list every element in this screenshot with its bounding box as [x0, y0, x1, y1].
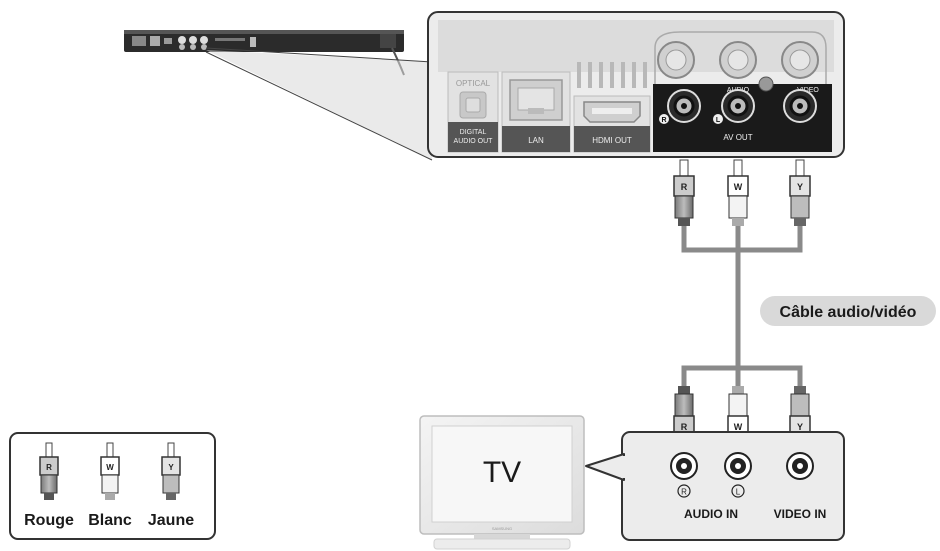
tv-right-mark: R — [681, 488, 687, 497]
plug-letter-w-bottom: W — [734, 422, 743, 432]
legend-letter-y: Y — [168, 463, 174, 472]
cable-plug-top-white: W — [727, 159, 749, 226]
legend-label-white: Blanc — [88, 512, 132, 529]
tv-screen-label: TV — [483, 456, 521, 489]
tv-video-in-jack — [786, 452, 814, 480]
legend-label-red: Rouge — [24, 512, 74, 529]
lan-label: LAN — [528, 136, 544, 145]
video-label: VIDEO — [797, 87, 819, 94]
tv-set: TV SAMSUNG — [419, 415, 585, 550]
legend-letter-r: R — [46, 463, 52, 472]
plug-letter-y-bottom: Y — [797, 422, 803, 432]
plug-letter-y: Y — [797, 182, 803, 192]
digital-label: DIGITAL — [460, 129, 487, 136]
legend-plug-yellow: Y — [161, 442, 181, 500]
tv-callout-pointer — [585, 453, 625, 481]
video-in-label: VIDEO IN — [774, 507, 827, 521]
cable-color-legend: R Rouge W Blanc Y Jaune — [9, 432, 216, 540]
zoom-callout — [205, 47, 433, 161]
audio-in-label: AUDIO IN — [684, 507, 738, 521]
cable-plug-top-yellow: Y — [789, 159, 811, 226]
tv-input-panel: R L AUDIO IN VIDEO IN — [621, 431, 845, 541]
av-out-jack-video — [783, 89, 817, 123]
plug-letter-w: W — [734, 182, 743, 192]
plug-letter-r: R — [681, 182, 688, 192]
audio-out-label: AUDIO OUT — [454, 138, 494, 145]
hdmi-out-label: HDMI OUT — [592, 136, 632, 145]
player-rear-panel: OPTICAL DIGITAL AUDIO OUT LAN HDMI OUT A… — [427, 11, 845, 158]
av-out-left-mark: L — [716, 117, 721, 124]
cable-label-badge: Câble audio/vidéo — [760, 296, 936, 326]
av-out-jack-left — [721, 89, 755, 123]
legend-plug-red: R — [39, 442, 59, 500]
legend-plug-white: W — [100, 442, 120, 500]
cable-plug-top-red: R — [673, 159, 695, 226]
av-out-right-mark: R — [661, 117, 666, 124]
tv-audio-in-jack-right — [670, 452, 698, 480]
blu-ray-player — [124, 30, 405, 76]
legend-letter-w: W — [106, 463, 114, 472]
legend-label-yellow: Jaune — [148, 512, 194, 529]
av-out-label: AV OUT — [723, 133, 752, 142]
cable-label: Câble audio/vidéo — [780, 304, 917, 321]
optical-label: OPTICAL — [456, 79, 491, 88]
tv-brand: SAMSUNG — [492, 526, 512, 531]
plug-letter-r-bottom: R — [681, 422, 688, 432]
tv-audio-in-jack-left — [724, 452, 752, 480]
tv-left-mark: L — [736, 488, 741, 497]
av-out-jack-right — [667, 89, 701, 123]
